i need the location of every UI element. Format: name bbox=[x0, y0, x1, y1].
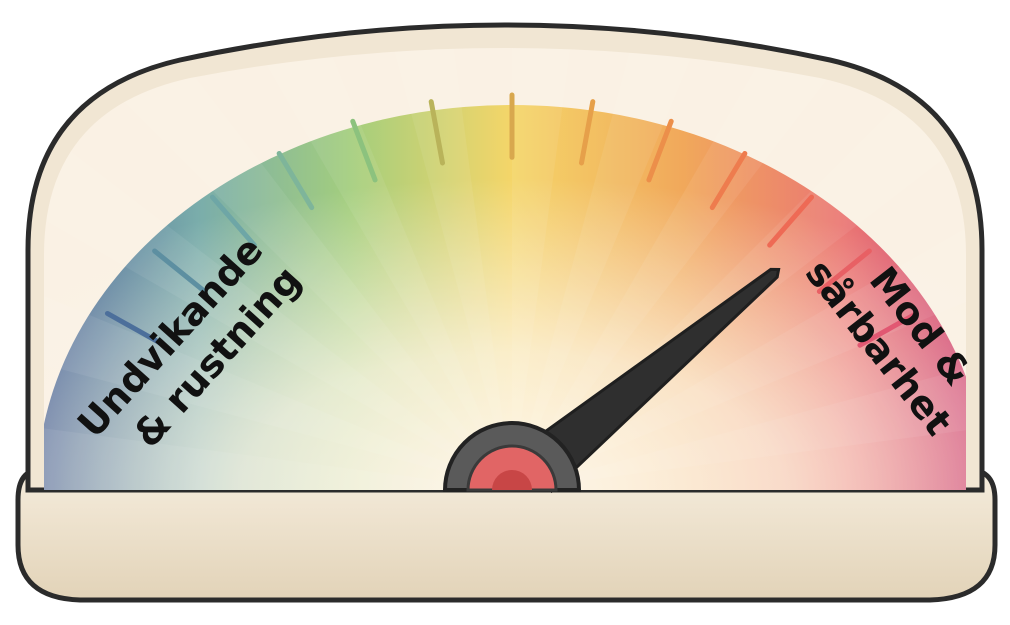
gauge-meter: Undvikande & rustning Mod & sårbarhet bbox=[0, 0, 1010, 625]
gauge-illustration: Undvikande & rustning Mod & sårbarhet bbox=[0, 0, 1010, 625]
